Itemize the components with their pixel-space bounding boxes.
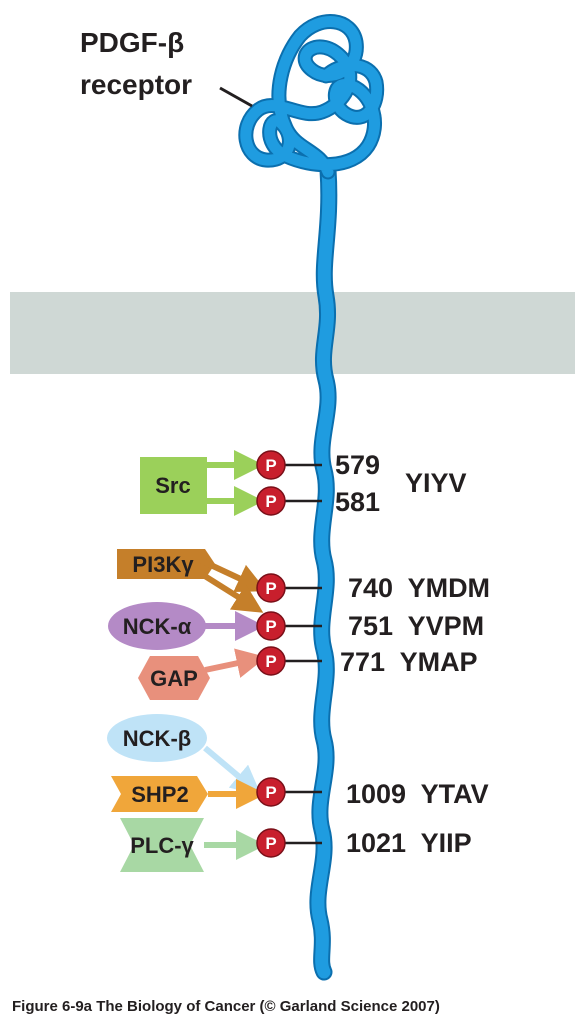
pi3k-label: PI3Kγ <box>132 552 194 577</box>
phospho-751: P <box>256 611 286 641</box>
phospho-label: P <box>265 456 276 475</box>
phospho-581: P <box>256 486 286 516</box>
phospho-circle-icon <box>256 777 286 807</box>
phospho-579: P <box>256 450 286 480</box>
nck-alpha-label: NCK-α <box>123 614 192 639</box>
phospho-circle-icon <box>256 573 286 603</box>
phospho-740: P <box>256 573 286 603</box>
pi3k-protein <box>117 549 215 579</box>
receptor-extracellular-domain <box>238 14 385 180</box>
phospho-label: P <box>265 579 276 598</box>
pi3k-arrow-740-b <box>198 570 264 613</box>
site-740-label: 740 YMDM <box>348 573 490 603</box>
site-771-label: 771 YMAP <box>340 647 478 677</box>
gap-label: GAP <box>150 666 198 691</box>
title-line-1: PDGF-β <box>80 27 184 58</box>
title-leader-line <box>219 86 253 108</box>
phospho-circle-icon <box>256 450 286 480</box>
cell-membrane <box>10 292 575 374</box>
receptor-chain <box>309 161 338 981</box>
nck-beta-arrow <box>203 745 262 796</box>
phospho-circle-icon <box>256 646 286 676</box>
gap-arrow <box>204 648 267 678</box>
phospho-connectors <box>285 463 322 845</box>
site-579-581-motif: YIYV <box>405 468 467 498</box>
phospho-label: P <box>265 617 276 636</box>
phospho-1021: P <box>256 828 286 858</box>
phospho-label: P <box>265 834 276 853</box>
nck-beta-label: NCK-β <box>123 726 191 751</box>
site-579-number: 579 <box>335 450 380 480</box>
site-1021-label: 1021 YIIP <box>346 828 472 858</box>
phospho-1009: P <box>256 777 286 807</box>
phospho-label: P <box>265 492 276 511</box>
site-1009-label: 1009 YTAV <box>346 779 489 809</box>
phospho-circle-icon <box>256 611 286 641</box>
src-label: Src <box>155 473 190 498</box>
gap-protein <box>138 656 210 700</box>
site-751-label: 751 YVPM <box>348 611 484 641</box>
plc-protein <box>120 818 204 872</box>
nck-alpha-protein <box>108 602 206 650</box>
pi3k-arrow-740-a <box>198 557 267 593</box>
figure-caption: Figure 6-9a The Biology of Cancer (© Gar… <box>12 998 440 1015</box>
phospho-circle-icon <box>256 486 286 516</box>
phospho-771: P <box>256 646 286 676</box>
phospho-label: P <box>265 652 276 671</box>
site-581-number: 581 <box>335 487 380 517</box>
shp2-label: SHP2 <box>131 782 188 807</box>
plc-label: PLC-γ <box>130 833 194 858</box>
src-protein <box>140 457 207 514</box>
shp2-protein <box>111 776 208 812</box>
nck-beta-protein <box>107 714 207 762</box>
phospho-circle-icon <box>256 828 286 858</box>
title-line-2: receptor <box>80 69 192 100</box>
phospho-label: P <box>265 783 276 802</box>
